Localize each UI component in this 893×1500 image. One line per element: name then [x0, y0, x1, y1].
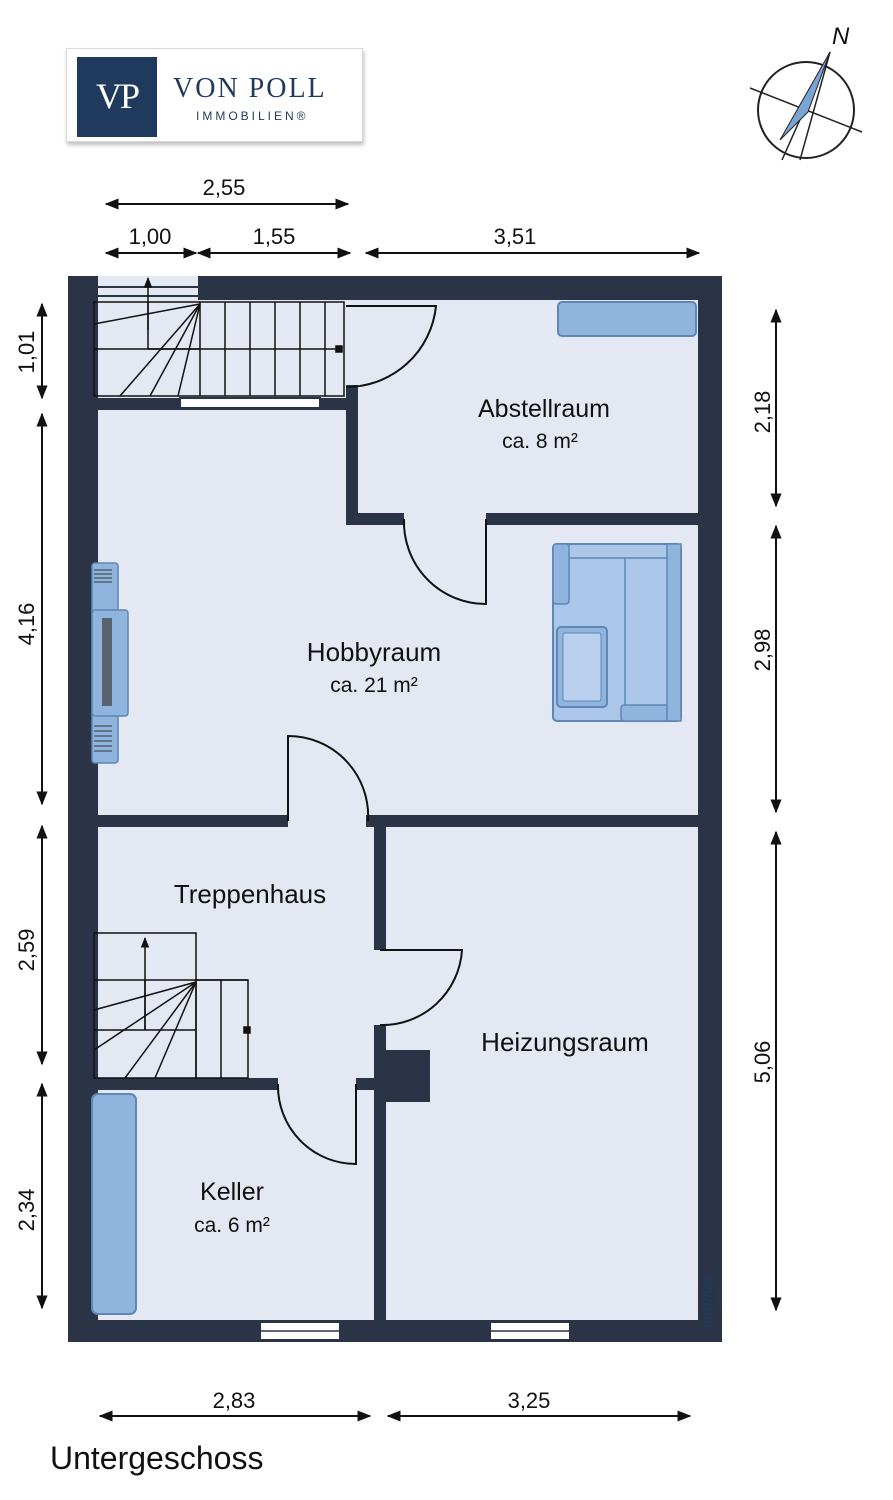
dim-left-1: 1,01: [14, 331, 39, 374]
room-area: ca. 21 m²: [330, 674, 418, 697]
dim-bottom-right: 3,25: [508, 1388, 551, 1413]
furniture: [91, 301, 697, 1315]
room-area: ca. 6 m²: [194, 1214, 270, 1237]
door-swing: [379, 949, 464, 1027]
doors: [276, 305, 487, 1166]
logo-name: VON POLL: [173, 73, 327, 104]
von-poll-logo: VP VON POLL IMMOBILIEN®: [66, 48, 363, 142]
dim-top-total: 2,55: [203, 175, 246, 200]
tv-unit-icon: [91, 562, 129, 764]
room-name: Keller: [200, 1178, 264, 1206]
watermark-brand: onOffice: [700, 1276, 715, 1329]
room-name: Heizungsraum: [481, 1027, 649, 1057]
floor-area: [68, 276, 722, 1342]
dim-top-right: 3,51: [494, 224, 537, 249]
room-area: ca. 8 m²: [502, 430, 578, 453]
logo-monogram-box: VP: [77, 57, 157, 137]
windows: [98, 286, 571, 1341]
room-name: Abstellraum: [478, 395, 610, 423]
shelf-abstellraum: [557, 301, 697, 337]
compass-icon: N: [749, 23, 863, 161]
onoffice-watermark: onOffice SOFTWARE: [700, 1276, 723, 1329]
room-name: Treppenhaus: [174, 879, 326, 909]
compass-north-label: N: [832, 23, 850, 50]
dim-left-4: 2,34: [14, 1189, 39, 1232]
logo-subtitle: IMMOBILIEN®: [196, 109, 309, 123]
logo-monogram: VP: [95, 76, 140, 116]
outer-walls: [68, 276, 722, 1342]
door-swing: [287, 734, 370, 822]
shelf-keller: [91, 1093, 137, 1315]
watermark-tag: SOFTWARE: [717, 1283, 723, 1312]
dimension-labels: 2,55 1,00 1,55 3,51 1,01 4,16 2,59 2,34 …: [14, 175, 775, 1413]
dim-bottom-left: 2,83: [213, 1388, 256, 1413]
door-swing: [345, 305, 438, 389]
stairs-lower: [93, 932, 251, 1079]
dimension-lines: [36, 198, 782, 1422]
dim-right-2: 2,98: [750, 629, 775, 672]
dim-left-3: 2,59: [14, 929, 39, 972]
room-name: Hobbyraum: [307, 637, 441, 667]
window: [179, 397, 321, 409]
dim-right-1: 2,18: [750, 391, 775, 434]
door-swing: [402, 518, 487, 606]
dim-right-3: 5,06: [750, 1041, 775, 1084]
dim-left-2: 4,16: [14, 603, 39, 646]
dim-top-left: 1,00: [129, 224, 172, 249]
door-swing: [276, 1083, 357, 1166]
room-labels: Abstellraum ca. 8 m² Hobbyraum ca. 21 m²…: [174, 395, 649, 1237]
dim-top-mid: 1,55: [253, 224, 296, 249]
floor-label: Untergeschoss: [50, 1440, 264, 1476]
stairs-upper: [93, 276, 345, 397]
